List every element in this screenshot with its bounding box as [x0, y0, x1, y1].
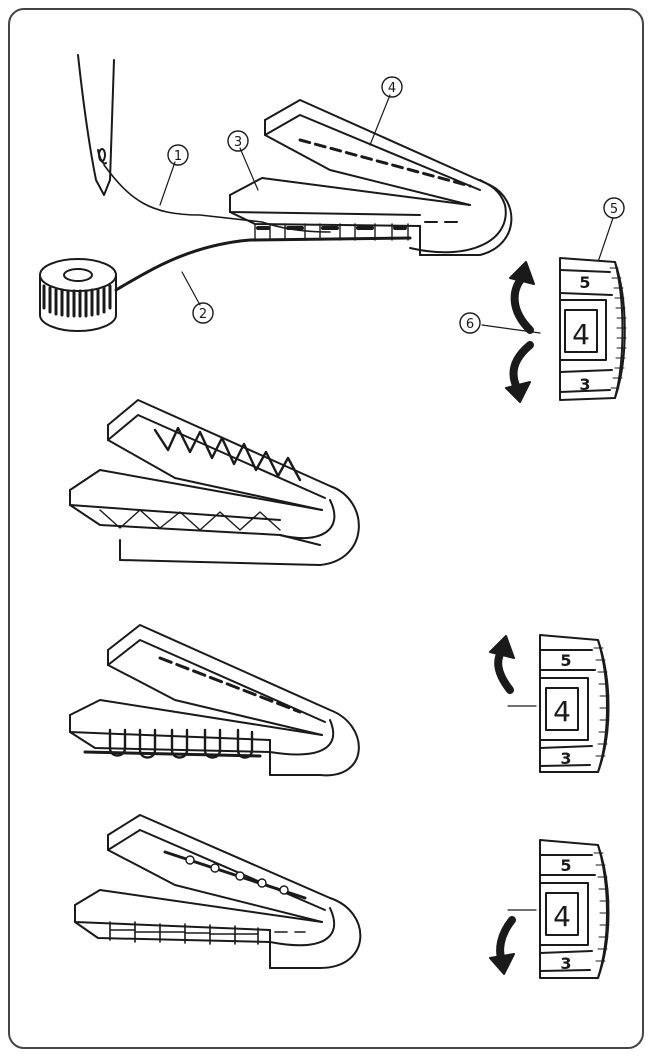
arrow-up-1 [509, 261, 535, 334]
bobbin-spool [39, 258, 117, 332]
upper-thread [103, 164, 331, 233]
arrow-down-3 [489, 916, 516, 975]
tension-dial-3 [507, 839, 610, 979]
dial-1-top: 5 [579, 273, 590, 292]
callout-1-num: 1 [174, 149, 182, 164]
dial-2-middle: 4 [553, 695, 571, 728]
callout-4-num: 4 [388, 81, 396, 96]
callout-2-num: 2 [199, 307, 207, 322]
fabric-zigzag [69, 399, 360, 566]
dial-3-bottom: 3 [560, 954, 571, 973]
needle [77, 54, 115, 196]
dial-3-middle: 4 [553, 900, 571, 933]
dial-1-middle: 4 [572, 318, 590, 351]
dial-3-top: 5 [560, 856, 571, 875]
fabric-layers-top [229, 99, 513, 256]
tension-dial-1 [559, 257, 627, 401]
dial-2-bottom: 3 [560, 749, 571, 768]
tension-dial-2 [507, 634, 610, 773]
callout-5-num: 5 [610, 202, 618, 217]
lower-thread [114, 236, 412, 292]
dial-1-bottom: 3 [579, 375, 590, 394]
fabric-upper-loops [74, 814, 362, 969]
callout-circles [167, 76, 625, 334]
arrow-up-2 [489, 635, 515, 694]
arrow-down-1 [505, 341, 534, 403]
diagram-frame [8, 8, 644, 1049]
callout-3-num: 3 [234, 135, 242, 150]
dial-2-top: 5 [560, 651, 571, 670]
callout-6-num: 6 [466, 317, 474, 332]
fabric-lower-loops [69, 624, 360, 777]
